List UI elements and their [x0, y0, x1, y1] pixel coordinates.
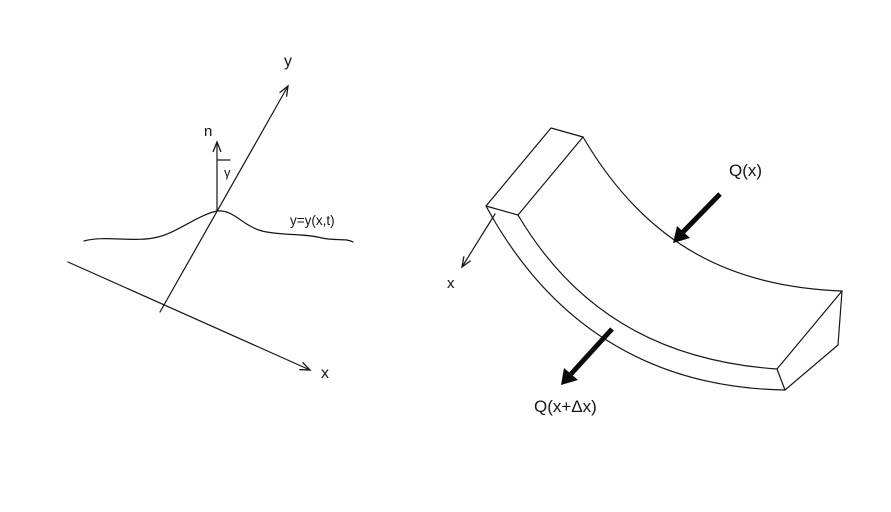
free-surface-label: y=y(x,t) [290, 213, 335, 228]
x-axis-line [67, 261, 312, 371]
slab-far-top-edge [582, 136, 843, 292]
free-surface-diagram: y x n γ y=y(x,t) [67, 53, 354, 382]
slab-right-end-face [776, 290, 843, 391]
slab-near-top-edge [517, 214, 778, 370]
slab-x-axis-label: x [447, 275, 455, 292]
control-volume-diagram: x Q(x) Q(x+Δx) [447, 127, 843, 416]
slab-near-bottom-edge [485, 205, 786, 391]
normal-vector-label: n [204, 123, 212, 140]
slab-left-end-face [485, 127, 584, 216]
q-in-arrow-shaft [681, 192, 722, 234]
q-in-label: Q(x) [729, 161, 762, 180]
slab-x-axis-arrow [461, 213, 496, 269]
free-surface-curve [83, 210, 354, 243]
q-out-arrow-shaft [569, 327, 614, 376]
angle-label: γ [224, 165, 231, 180]
q-out-arrow-head [561, 368, 578, 385]
x-axis-label: x [321, 365, 329, 382]
y-axis-line [159, 84, 289, 313]
y-axis-label: y [284, 53, 292, 70]
q-out-label: Q(x+Δx) [534, 397, 597, 416]
q-in-arrow-head [673, 226, 690, 243]
